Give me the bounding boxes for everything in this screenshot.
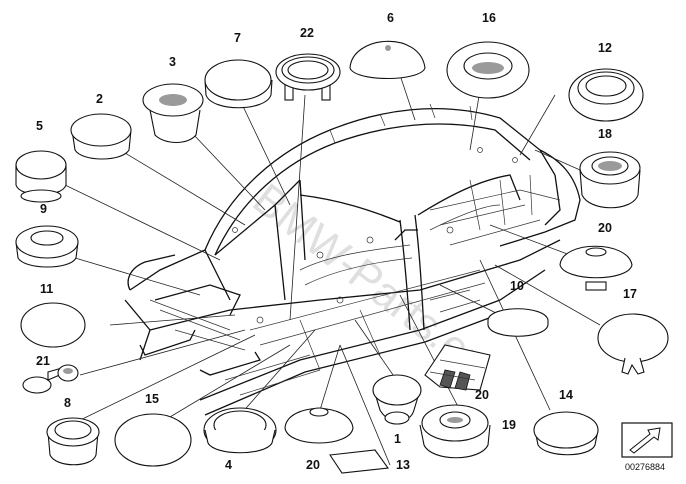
callout-22: 21 [36, 354, 50, 368]
part-1-plug [372, 374, 422, 425]
part-17-cap [597, 313, 669, 375]
part-11-cover [20, 302, 86, 348]
part-4-ring-grommet [203, 407, 277, 454]
part-19-grommet [419, 404, 491, 459]
callout-23: 22 [300, 26, 314, 40]
part-10-plug [487, 308, 549, 337]
part-7-plug [204, 59, 273, 109]
part-9-grommet [15, 225, 79, 268]
callout-19: 19 [502, 418, 516, 432]
callout-21: 20 [475, 388, 489, 402]
part-14-plug [533, 411, 599, 456]
callout-3: 3 [169, 55, 176, 69]
part-23-cap [275, 53, 341, 101]
callout-7: 7 [234, 31, 241, 45]
callout-2: 2 [96, 92, 103, 106]
callout-10: 10 [510, 279, 524, 293]
callout-5: 5 [36, 119, 43, 133]
part-5-plug [15, 150, 67, 203]
callout-13: 13 [396, 458, 410, 472]
callout-6: 6 [387, 11, 394, 25]
parts [15, 40, 669, 474]
callout-15: 15 [145, 392, 159, 406]
callout-labels: 6 16 7 22 12 3 2 5 18 9 20 11 10 17 21 8… [36, 11, 637, 472]
part-6-dome-cap [349, 40, 426, 80]
part-20-dome-cap [559, 245, 633, 291]
callout-14: 14 [559, 388, 573, 402]
part-22-plug-tethered [22, 364, 79, 394]
callout-18: 18 [598, 127, 612, 141]
part-13-pad [329, 449, 389, 474]
part-15-cover [114, 413, 192, 467]
part-21-foam-block [424, 344, 491, 391]
part-16-grommet [446, 41, 530, 99]
car-body-shell [124, 103, 581, 416]
callout-8: 8 [64, 396, 71, 410]
callout-4: 4 [225, 458, 232, 472]
callout-17: 17 [623, 287, 637, 301]
part-20-dome-cap-bottom [284, 407, 354, 444]
callout-20-bottom: 20 [306, 458, 320, 472]
callout-12: 12 [598, 41, 612, 55]
part-8-grommet [46, 417, 100, 466]
callout-11: 11 [40, 282, 53, 296]
arrow-box-icon [621, 422, 673, 458]
callout-9: 9 [40, 202, 47, 216]
part-12-grommet [568, 68, 644, 122]
part-18-grommet [579, 151, 641, 209]
callout-16: 16 [482, 11, 496, 25]
reference-number: 00276884 [625, 462, 665, 472]
part-2-plug [70, 113, 132, 160]
callout-1: 1 [394, 432, 401, 446]
part-3-grommet [142, 83, 204, 144]
leader-lines [64, 59, 601, 466]
callout-20: 20 [598, 221, 612, 235]
